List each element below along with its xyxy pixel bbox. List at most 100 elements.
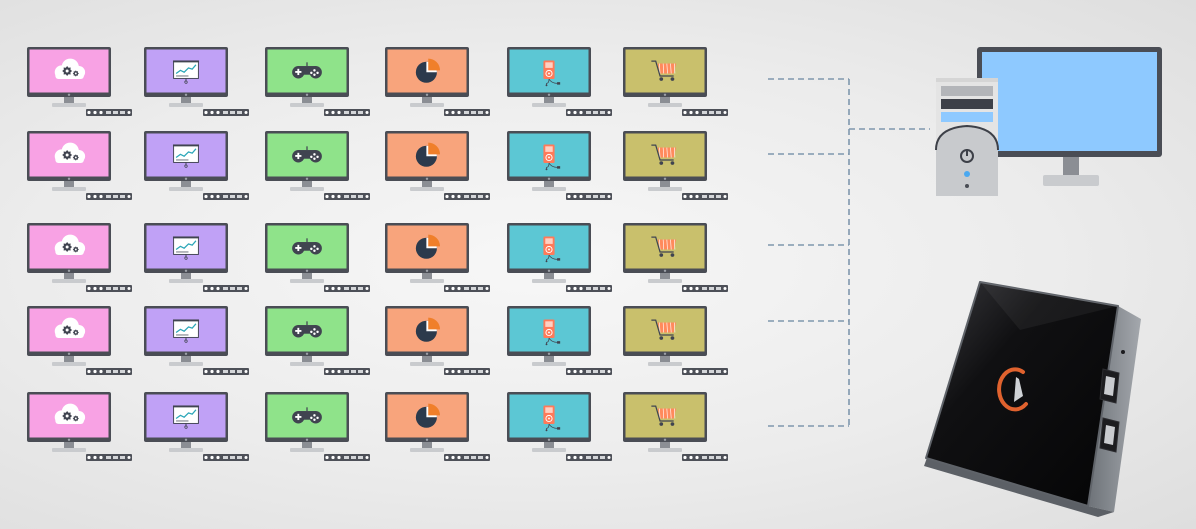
client-monitor: [144, 306, 249, 375]
client-monitor: [144, 392, 249, 461]
connector-box: [566, 193, 612, 200]
monitor-led: [184, 438, 188, 441]
music-player-icon: [543, 144, 561, 171]
monitor-stand: [660, 273, 670, 280]
gamepad-icon: [292, 238, 322, 255]
monitor-stand: [64, 356, 74, 363]
connector-box: [682, 109, 728, 116]
client-monitor: [265, 306, 370, 375]
client-monitor: [385, 131, 490, 200]
monitor-led: [305, 177, 309, 180]
monitor-stand: [660, 97, 670, 104]
network-connectors: [768, 78, 930, 427]
connector-box: [86, 193, 132, 200]
shopping-cart-icon: [651, 319, 677, 340]
client-monitor: [27, 392, 132, 461]
monitor-base: [290, 103, 324, 107]
mini-pc-device: [924, 281, 1141, 517]
monitor-base: [169, 103, 203, 107]
client-monitor: [385, 223, 490, 292]
monitor-base: [290, 187, 324, 191]
cloud-gears-icon: [54, 142, 86, 164]
client-monitor: [265, 392, 370, 461]
client-monitor: [144, 47, 249, 116]
host-tower: [935, 78, 999, 196]
client-monitor: [144, 223, 249, 292]
client-monitor: [144, 131, 249, 200]
client-monitor: [27, 131, 132, 200]
power-button-icon: [960, 149, 974, 163]
connector-box: [566, 368, 612, 375]
connector-box: [444, 285, 490, 292]
monitor-base: [648, 103, 682, 107]
connector-box: [86, 109, 132, 116]
client-monitor: [507, 306, 612, 375]
monitor-led: [67, 438, 71, 441]
connector-box: [203, 193, 249, 200]
monitor-base: [532, 362, 566, 366]
monitor-base: [290, 448, 324, 452]
pie-chart-icon: [415, 317, 441, 342]
cloud-gears-icon: [54, 234, 86, 256]
client-monitor: [507, 392, 612, 461]
monitor-stand: [302, 181, 312, 188]
monitor-base: [169, 279, 203, 283]
usb-port: [1099, 417, 1120, 453]
monitor-base: [52, 362, 86, 366]
monitor-stand: [544, 442, 554, 449]
client-monitor: [265, 131, 370, 200]
monitor-led: [305, 352, 309, 355]
monitor-base: [532, 279, 566, 283]
monitor-stand: [64, 181, 74, 188]
monitor-led: [663, 177, 667, 180]
monitor-stand: [302, 97, 312, 104]
monitor-led: [67, 352, 71, 355]
monitor-base: [648, 187, 682, 191]
monitor-led: [547, 269, 551, 272]
monitor-base: [52, 103, 86, 107]
monitor-stand: [660, 356, 670, 363]
client-monitor: [507, 131, 612, 200]
connector-box: [86, 368, 132, 375]
music-player-icon: [543, 405, 561, 432]
monitor-base: [52, 187, 86, 191]
client-monitor: [385, 392, 490, 461]
monitor-led: [67, 177, 71, 180]
music-player-icon: [543, 236, 561, 263]
monitor-led: [547, 352, 551, 355]
host-monitor-base: [1043, 175, 1099, 186]
monitor-led: [305, 93, 309, 97]
client-monitor: [27, 47, 132, 116]
shopping-cart-icon: [651, 144, 677, 165]
connector-box: [203, 285, 249, 292]
monitor-base: [532, 448, 566, 452]
monitor-stand: [64, 442, 74, 449]
monitor-led: [425, 352, 429, 355]
monitor-base: [532, 103, 566, 107]
monitor-base: [410, 103, 444, 107]
connector-box: [203, 368, 249, 375]
monitor-base: [169, 187, 203, 191]
connector-box: [566, 285, 612, 292]
tower-led: [964, 171, 970, 177]
device-status-led: [1121, 350, 1125, 354]
monitor-stand: [64, 97, 74, 104]
monitor-stand: [422, 181, 432, 188]
client-monitor: [623, 47, 728, 116]
monitor-led: [663, 438, 667, 441]
usb-port: [1099, 368, 1120, 404]
monitor-stand: [544, 181, 554, 188]
connector-box: [324, 193, 370, 200]
monitor-led: [67, 269, 71, 272]
monitor-stand: [302, 273, 312, 280]
client-monitor: [265, 47, 370, 116]
monitor-base: [648, 448, 682, 452]
device-side-panel: [1088, 306, 1141, 512]
connector-box: [682, 193, 728, 200]
music-player-icon: [543, 319, 561, 346]
monitor-base: [169, 362, 203, 366]
monitor-stand: [422, 356, 432, 363]
monitor-led: [663, 352, 667, 355]
monitor-led: [184, 177, 188, 180]
